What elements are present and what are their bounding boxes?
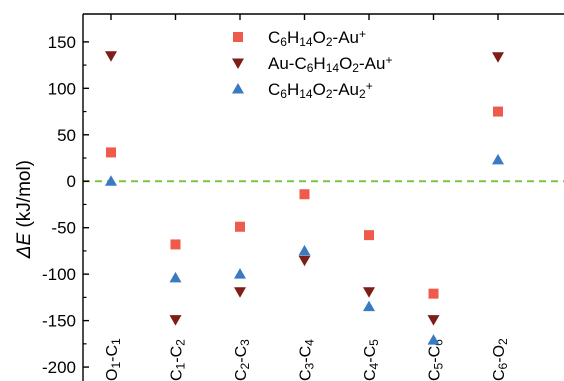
data-point bbox=[299, 189, 310, 200]
legend-item: Au-C6H14O2-Au+ bbox=[232, 53, 392, 75]
y-ticks: 150 100 50 0 -50 -100 -150 -200 bbox=[42, 33, 89, 377]
data-point bbox=[169, 315, 182, 326]
data-point bbox=[234, 268, 246, 279]
legend-label: C6H14O2-Au+ bbox=[268, 27, 366, 49]
data-point bbox=[363, 300, 375, 312]
x-tick-label: C5-C6 bbox=[427, 339, 446, 381]
data-point bbox=[363, 287, 375, 298]
series-2 bbox=[105, 51, 504, 326]
data-point bbox=[170, 239, 181, 250]
x-tick-label: O1-C1 bbox=[104, 338, 123, 381]
series-1 bbox=[106, 106, 503, 299]
y-tick-label: -50 bbox=[51, 219, 76, 238]
axes bbox=[82, 13, 564, 381]
data-point bbox=[427, 315, 440, 326]
series-markers bbox=[105, 51, 504, 345]
legend-label: Au-C6H14O2-Au+ bbox=[268, 53, 392, 75]
data-point bbox=[492, 153, 504, 165]
x-tick-label: C1-C2 bbox=[169, 339, 188, 381]
y-tick-label: -200 bbox=[42, 358, 76, 377]
data-point bbox=[298, 255, 311, 267]
data-point bbox=[234, 287, 246, 298]
x-tick-label: C2-C3 bbox=[233, 339, 252, 381]
x-tick-label: C6-O2 bbox=[491, 338, 510, 381]
x-ticks: O1-C1 C1-C2 C2-C3 C3-C4 C4-C5 C5-C6 C6-O2 bbox=[104, 14, 510, 381]
data-point bbox=[428, 288, 439, 299]
x-tick-label: C3-C4 bbox=[298, 339, 317, 381]
y-tick-label: -150 bbox=[42, 312, 76, 331]
y-tick-label: 150 bbox=[48, 33, 76, 52]
data-point bbox=[105, 51, 117, 62]
data-point bbox=[298, 244, 311, 256]
data-point bbox=[427, 334, 440, 345]
legend: C6H14O2-Au+ Au-C6H14O2-Au+ C6H14O2-Au2+ bbox=[232, 27, 392, 101]
y-tick-label: 50 bbox=[57, 126, 76, 145]
y-tick-label: 100 bbox=[48, 79, 76, 98]
legend-marker bbox=[233, 32, 243, 42]
data-point bbox=[105, 175, 117, 186]
legend-item: C6H14O2-Au2+ bbox=[232, 79, 373, 101]
data-point bbox=[493, 106, 503, 117]
x-tick-label: C4-C5 bbox=[362, 339, 381, 381]
legend-marker bbox=[232, 83, 244, 94]
legend-item: C6H14O2-Au+ bbox=[233, 27, 366, 49]
y-axis-label: ΔE (kJ/mol) bbox=[14, 160, 35, 259]
legend-marker bbox=[232, 58, 244, 69]
y-axis-title: ΔE (kJ/mol) bbox=[14, 160, 35, 259]
y-tick-label: -100 bbox=[42, 265, 76, 284]
data-point bbox=[169, 271, 182, 283]
y-tick-label: 0 bbox=[67, 172, 76, 191]
data-point bbox=[106, 147, 116, 158]
data-point bbox=[492, 52, 504, 63]
data-point bbox=[364, 230, 374, 241]
data-point bbox=[235, 221, 245, 232]
legend-label: C6H14O2-Au2+ bbox=[268, 79, 373, 101]
series-3 bbox=[105, 153, 504, 345]
